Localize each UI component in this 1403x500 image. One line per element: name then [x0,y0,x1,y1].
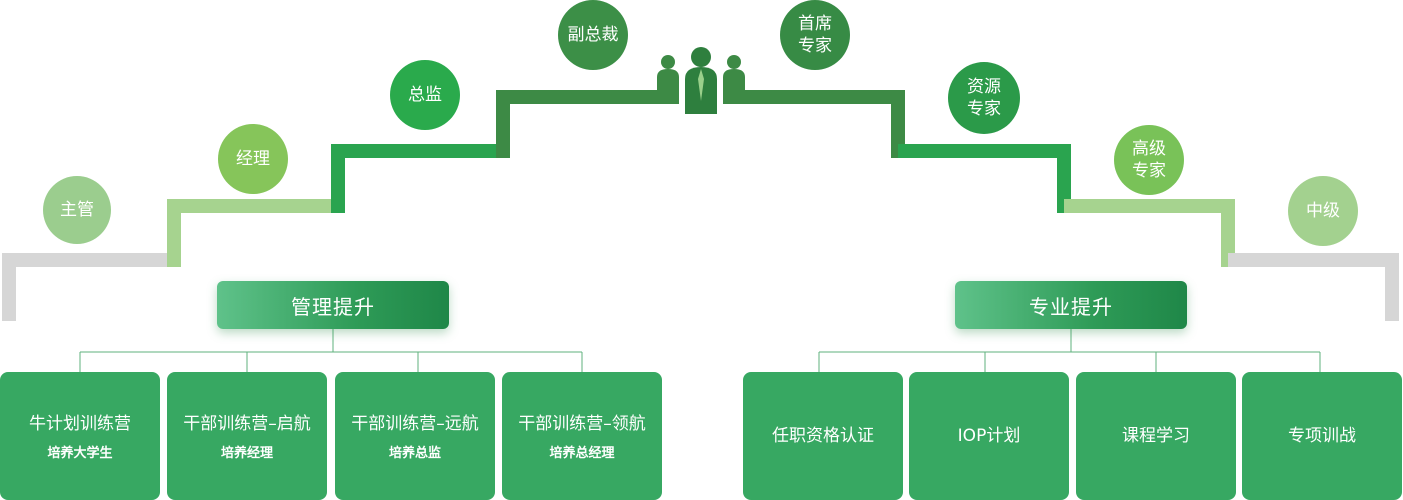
program-subtitle: 培养总经理 [549,445,615,461]
level-label-line1: 资源 [967,77,1001,97]
level-bubble-vice-president: 副总裁 [558,0,628,70]
level-bubble-manager: 经理 [218,124,288,194]
left-step-light [167,199,338,267]
level-bubble-supervisor: 主管 [43,176,111,244]
right-step-mid [898,144,1071,213]
program-title: 干部训练营–远航 [351,413,479,434]
program-card-qualification: 任职资格认证 [743,372,903,500]
level-label-line2: 专家 [967,99,1001,119]
management-connector [79,329,583,372]
level-label: 总监 [408,85,442,105]
program-title: 任职资格认证 [772,426,874,446]
program-card-course-study: 课程学习 [1076,372,1236,500]
management-track-header: 管理提升 [217,281,449,329]
program-title: IOP计划 [957,426,1021,446]
level-label-line1: 首席 [798,14,832,34]
level-label-line1: 高级 [1132,139,1166,159]
professional-connector [818,329,1321,372]
team-people-icon [657,47,745,114]
program-title: 干部训练营–领航 [518,413,646,434]
program-title: 专项训战 [1288,426,1356,446]
level-label: 副总裁 [567,25,619,45]
level-bubble-chief-expert: 首席 专家 [780,0,850,70]
program-card-cadre-voyage: 干部训练营–远航 培养总监 [335,372,495,500]
right-step-gray [1228,253,1399,321]
left-step-mid [331,144,503,213]
program-title: 课程学习 [1122,426,1190,446]
program-card-cadre-setsail: 干部训练营–启航 培养经理 [167,372,327,500]
level-label-line2: 专家 [1132,161,1166,181]
level-label: 主管 [60,200,94,220]
level-label-line2: 专家 [798,36,832,56]
right-step-light [1064,199,1235,267]
program-title: 牛计划训练营 [29,413,131,434]
level-bubble-resource-expert: 资源 专家 [948,62,1020,134]
level-bubble-senior-expert: 高级 专家 [1114,125,1184,195]
level-bubble-director: 总监 [390,60,460,130]
left-step-dark [496,90,668,158]
program-card-niu-plan: 牛计划训练营 培养大学生 [0,372,160,500]
left-step-gray [2,253,174,321]
program-card-special-training: 专项训战 [1242,372,1402,500]
professional-track-header: 专业提升 [955,281,1187,329]
level-label: 经理 [236,149,270,169]
program-subtitle: 培养总监 [388,445,441,461]
program-card-cadre-pilot: 干部训练营–领航 培养总经理 [502,372,662,500]
program-card-iop-plan: IOP计划 [909,372,1069,500]
program-subtitle: 培养经理 [220,445,273,461]
level-bubble-intermediate: 中级 [1288,176,1358,246]
program-subtitle: 培养大学生 [47,445,113,461]
program-title: 干部训练营–启航 [183,413,311,434]
level-label-line1: 中级 [1306,201,1340,221]
right-step-dark [737,90,905,158]
